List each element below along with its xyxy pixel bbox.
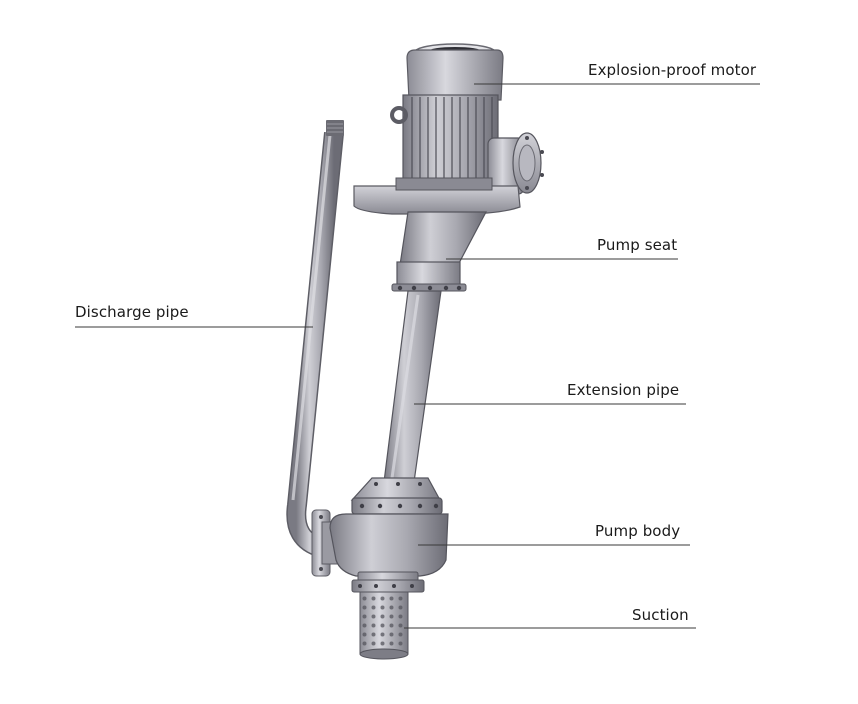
explosion-proof-motor (353, 43, 544, 215)
label-extension-pipe: Extension pipe (567, 381, 680, 399)
label-pump-body: Pump body (595, 522, 681, 540)
pump-body (329, 477, 449, 577)
discharge-pipe (286, 120, 344, 577)
suction-strainer (351, 571, 425, 660)
leader-lines (75, 83, 760, 629)
pump-seat (391, 211, 487, 292)
label-explosion-proof-motor: Explosion-proof motor (588, 61, 757, 79)
lifting-eye (390, 106, 408, 124)
label-suction: Suction (632, 606, 689, 624)
label-pump-seat: Pump seat (597, 236, 678, 254)
extension-pipe (383, 290, 442, 483)
label-discharge-pipe: Discharge pipe (75, 303, 189, 321)
